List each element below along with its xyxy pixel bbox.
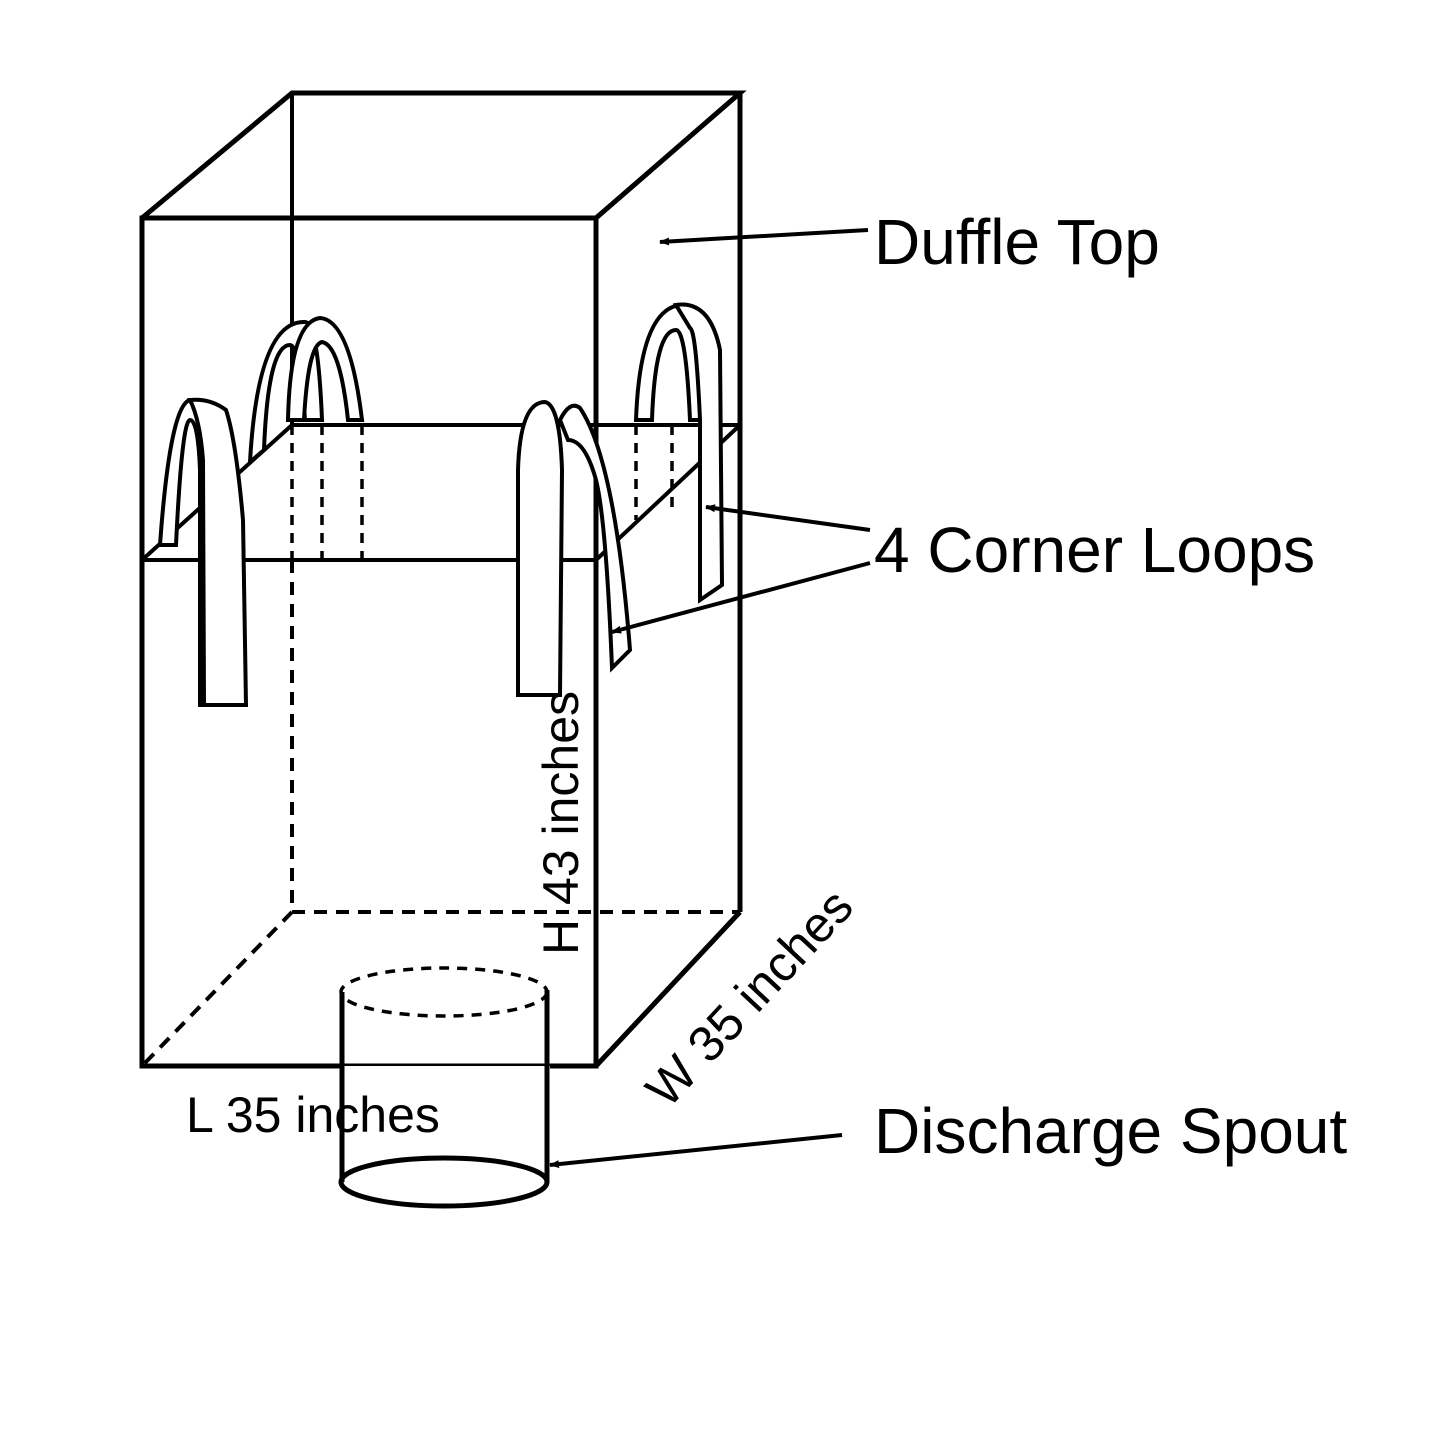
corner-loop-back-left (247, 315, 365, 467)
length-dimension-label: L 35 inches (186, 1087, 440, 1143)
corner-loop-back-right (633, 302, 725, 604)
discharge-spout-label: Discharge Spout (874, 1095, 1347, 1167)
width-dimension-label: W 35 inches (635, 878, 864, 1117)
corner-loops-arrow-lower (611, 561, 871, 634)
corner-loops-arrow-upper (705, 504, 871, 532)
corner-loops-label: 4 Corner Loops (874, 514, 1315, 586)
duffle-top-arrow (659, 228, 869, 246)
discharge-spout-arrow (549, 1133, 843, 1169)
corner-loop-front-right (516, 399, 633, 697)
duffle-top-label: Duffle Top (874, 206, 1160, 278)
discharge-spout (338, 966, 550, 1209)
duffle-top-collar (140, 423, 742, 562)
corner-loop-front-left (157, 397, 249, 707)
callout-arrows (549, 228, 871, 1169)
height-dimension-label: H 43 inches (533, 691, 589, 955)
